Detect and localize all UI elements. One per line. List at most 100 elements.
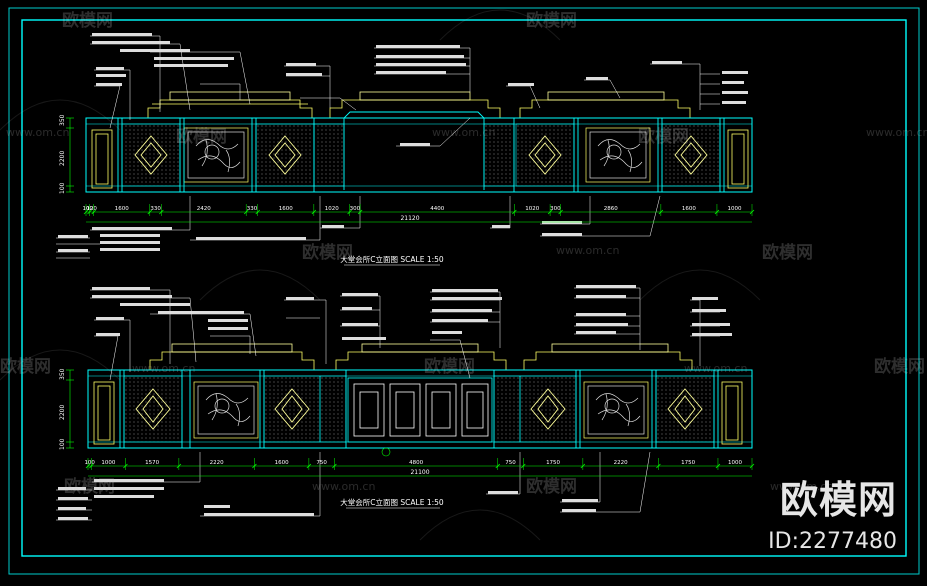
annotation-text-stubs-bottom [58,285,732,520]
diamond-motif [134,135,708,175]
dimension-label: 100 [83,206,94,212]
dimension-label: 330 [150,206,161,212]
watermark-logo: 欧模网 [424,357,475,377]
center-doors [347,377,493,443]
watermark-logo: 欧模网 [526,477,577,497]
height-label: 2200 [59,151,66,166]
drawing-title: 大堂会所C立面图 SCALE 1:50 [340,254,444,264]
panel-dotted [655,375,715,443]
dimension-label: 1020 [525,206,539,212]
elevation-bottom: 350 2200 100 [56,285,755,521]
dimension-label: 1000 [727,206,741,212]
watermark-site: www.om.cn [866,126,927,139]
watermark-site: www.om.cn [132,362,196,375]
carved-floral-panel [193,381,649,439]
dimension-label: 4400 [430,206,444,212]
watermark-logo: 欧模网 [762,243,813,263]
watermark-logo: 欧模网 [62,11,113,31]
dimension-label: 1600 [275,460,289,466]
cornice-center-b [335,343,507,370]
wall-bottom-outline [87,369,753,449]
dimension-label: 4800 [409,460,423,466]
side-door-left-b [93,381,115,445]
dimension-label: 100 [84,460,95,466]
dimension-label: 1600 [279,206,293,212]
total-dimension-label: 21120 [400,215,419,222]
pilasters [117,118,725,192]
dimension-label: 1000 [101,460,115,466]
watermark-site: www.om.cn [556,244,620,257]
watermark-logo: 欧模网 [302,243,353,263]
elevation-top: 350 2200 100 [56,33,755,266]
inner-frame [21,19,907,557]
watermark-arcs [0,9,761,541]
dimension-label: 120 [86,206,97,212]
dimension-label: 1000 [728,460,742,466]
dimension-label: 1600 [682,206,696,212]
dimension-label: 1020 [325,206,339,212]
watermark-logo: 欧模网 [638,127,689,147]
dimension-label: 750 [316,460,327,466]
watermark-site: www.om.cn [770,480,834,493]
panel-dotted [515,123,575,187]
panel-dotted [319,375,347,443]
center-opening [343,111,485,190]
dimension-row-bottom: 100 1000 1570 2220 1600 750 4800 750 1750 2220 175… [84,458,755,470]
dimension-label: 300 [350,206,361,212]
watermark-site: www.om.cn [684,362,748,375]
dimension-label: 1570 [145,460,159,466]
height-label: 100 [59,182,66,194]
dimension-label: 2420 [197,206,211,212]
side-door-left [91,129,113,189]
watermark-logo: 欧模网 [874,357,925,377]
panel-dotted [493,375,521,443]
watermark-site: www.om.cn [432,126,496,139]
height-label: 350 [59,114,66,126]
watermark-site: www.om.cn [312,480,376,493]
annotation-text-stubs-top [58,33,748,252]
panel-dotted [123,375,183,443]
outer-frame [8,7,920,575]
cornice-right [519,91,691,118]
watermark-logo: 欧模网 [64,477,115,497]
dimension-label: 1750 [546,460,560,466]
carved-floral-panel [183,127,651,183]
cornice-right-b [523,343,693,370]
cornice-center [329,91,501,118]
side-door-right-b [721,381,743,445]
watermark-site: www.om.cn [6,126,70,139]
panel-dotted [263,375,321,443]
brand-id-label: ID:2277480 [768,529,897,554]
watermark-logo: 欧模网 [0,357,51,377]
panel-dotted [121,123,181,187]
panel-dotted [313,123,345,187]
dimension-label: 330 [247,206,258,212]
diamond-motif [135,388,703,430]
dimension-label: 750 [505,460,516,466]
dimension-label: 2220 [614,460,628,466]
brand-logo-text: 欧模网 [779,478,897,522]
dimension-label: 300 [550,206,561,212]
total-dimension-label: 21100 [410,469,429,476]
height-label: 2200 [59,405,66,420]
panel-dotted [519,375,577,443]
watermark-logo: 欧模网 [526,11,577,31]
dimension-label: 1750 [681,460,695,466]
dimension-label: 2860 [604,206,618,212]
height-dimensions-top [66,117,74,193]
dimension-label: 1600 [115,206,129,212]
watermark-logo: 欧模网 [176,127,227,147]
dimension-label: 2220 [210,460,224,466]
cornice-left-b [149,343,315,370]
drawing-title: 大堂会所C立面图 SCALE 1:50 [340,497,444,507]
height-label: 100 [59,438,66,450]
pilasters-b [119,370,719,448]
height-label: 350 [59,368,66,380]
height-dimensions-bottom [66,369,74,449]
cornice-left [147,91,313,118]
panel-dotted [255,123,315,187]
section-mark [381,447,391,457]
